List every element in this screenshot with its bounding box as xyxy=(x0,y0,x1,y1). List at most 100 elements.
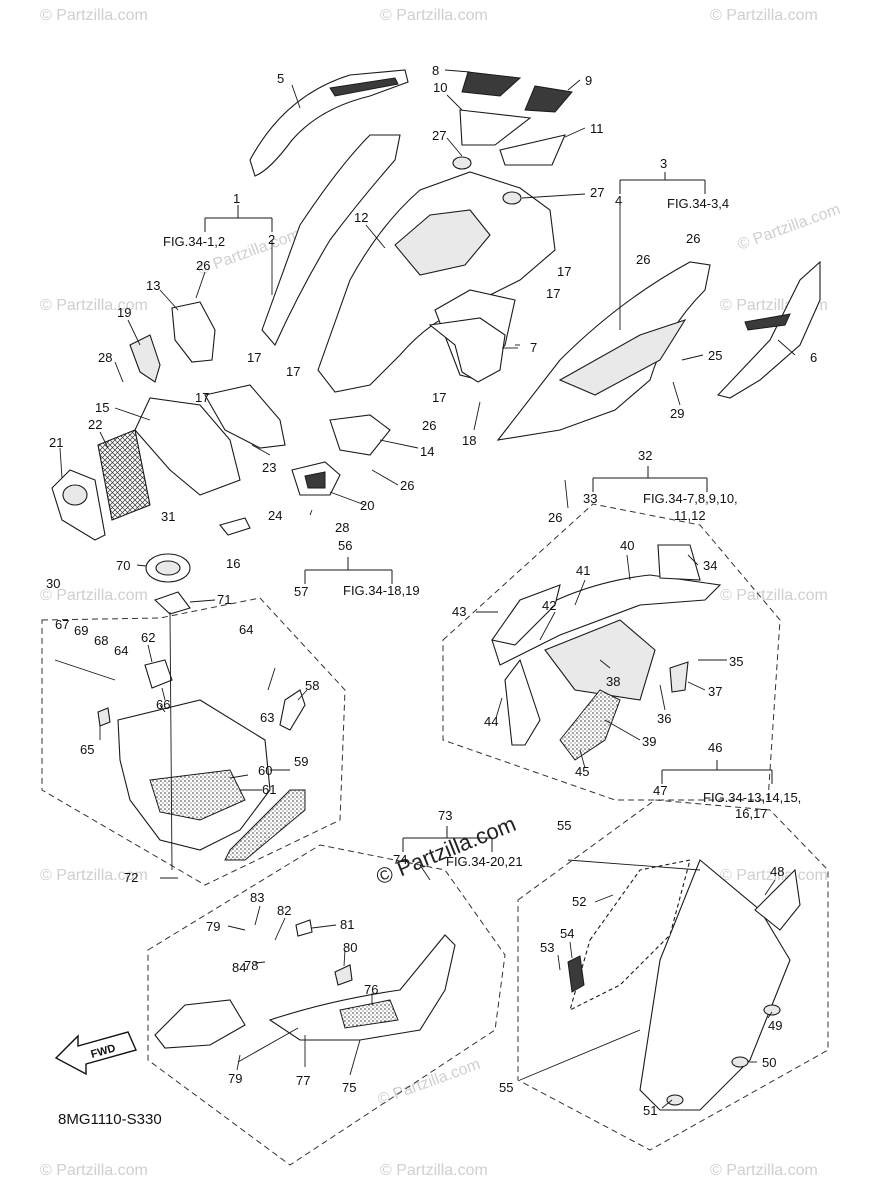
fig-brackets xyxy=(204,172,773,852)
part-51-drawing xyxy=(666,1094,684,1106)
watermark: © Partzilla.com xyxy=(380,7,488,24)
callout-57: 57 xyxy=(294,584,308,599)
callout-26: 26 xyxy=(636,252,650,267)
part-9-drawing xyxy=(524,85,573,113)
callout-59: 59 xyxy=(294,754,308,769)
callout-25: 25 xyxy=(708,348,722,363)
part-71-drawing xyxy=(153,591,191,615)
callout-2: 2 xyxy=(268,232,275,247)
part-34-drawing xyxy=(657,544,701,581)
part-48-drawing xyxy=(754,868,801,931)
callout-28: 28 xyxy=(98,350,112,365)
callout-56: 56 xyxy=(338,538,352,553)
callout-41: 41 xyxy=(576,563,590,578)
part-62-drawing xyxy=(144,659,173,689)
callout-30: 30 xyxy=(46,576,60,591)
callout-60: 60 xyxy=(258,763,272,778)
part-2-drawing xyxy=(261,134,401,347)
callout-28: 28 xyxy=(335,520,349,535)
callout-49: 49 xyxy=(768,1018,782,1033)
part-27-drawing xyxy=(452,156,472,170)
callout-27: 27 xyxy=(432,128,446,143)
leader-lines xyxy=(54,69,796,1109)
callout-43: 43 xyxy=(452,604,466,619)
callout-22: 22 xyxy=(88,417,102,432)
fig-references: FIG.34-1,2 FIG.34-3,4 FIG.34-7,8,9,10, 1… xyxy=(163,196,801,869)
part-44-drawing xyxy=(504,658,541,746)
callout-33: 33 xyxy=(583,491,597,506)
part-19-drawing xyxy=(129,334,161,383)
callout-13: 13 xyxy=(146,278,160,293)
callout-52: 52 xyxy=(572,894,586,909)
callout-9: 9 xyxy=(585,73,592,88)
callout-15: 15 xyxy=(95,400,109,415)
part-4-drawing xyxy=(496,261,711,441)
callout-21: 21 xyxy=(49,435,63,450)
callout-64: 64 xyxy=(239,622,253,637)
watermark: © Partzilla.com xyxy=(710,1162,818,1179)
fig-ref-3: FIG.34-3,4 xyxy=(667,196,729,211)
callout-63: 63 xyxy=(260,710,274,725)
watermark: © Partzilla.com xyxy=(380,1162,488,1179)
callout-73: 73 xyxy=(438,808,452,823)
callout-8: 8 xyxy=(432,63,439,78)
part-52-drawing xyxy=(569,859,691,1012)
part-15-drawing xyxy=(134,397,241,496)
callout-58: 58 xyxy=(305,678,319,693)
callout-27: 27 xyxy=(590,185,604,200)
fig-ref-73: FIG.34-20,21 xyxy=(446,854,523,869)
callout-3: 3 xyxy=(660,156,667,171)
callouts: 1 2 3 4 5 6 7 8 9 10 11 12 13 14 15 16 1… xyxy=(46,63,817,1118)
callout-47: 47 xyxy=(653,783,667,798)
callout-68: 68 xyxy=(94,633,108,648)
fig-ref-32-line1: FIG.34-7,8,9,10, xyxy=(643,491,738,506)
watermark: © Partzilla.com xyxy=(40,587,148,604)
watermark: © Partzilla.com xyxy=(40,1162,148,1179)
watermark: © Partzilla.com xyxy=(40,297,148,314)
callout-84: 84 xyxy=(232,960,246,975)
fig-ref-56: FIG.34-18,19 xyxy=(343,583,420,598)
callout-48: 48 xyxy=(770,864,784,879)
callout-80: 80 xyxy=(343,940,357,955)
callout-29: 29 xyxy=(670,406,684,421)
callout-32: 32 xyxy=(638,448,652,463)
callout-67: 67 xyxy=(55,617,69,632)
callout-10: 10 xyxy=(433,80,447,95)
callout-65: 65 xyxy=(80,742,94,757)
callout-37: 37 xyxy=(708,684,722,699)
group-box-33 xyxy=(442,503,781,801)
part-80-drawing xyxy=(334,964,353,986)
part-65-drawing xyxy=(97,707,111,727)
callout-55: 55 xyxy=(557,818,571,833)
part-59-drawing xyxy=(224,789,306,861)
callout-26: 26 xyxy=(422,418,436,433)
fig-ref-46-line1: FIG.34-13,14,15, xyxy=(703,790,801,805)
callout-17: 17 xyxy=(247,350,261,365)
callout-39: 39 xyxy=(642,734,656,749)
watermark: © Partzilla.com xyxy=(40,7,148,24)
part-27-drawing xyxy=(502,191,522,205)
callout-82: 82 xyxy=(277,903,291,918)
watermark: © Partzilla.com xyxy=(40,867,148,884)
fig-ref-32-line2: 11,12 xyxy=(674,508,706,523)
callout-77: 77 xyxy=(296,1073,310,1088)
callout-5: 5 xyxy=(277,71,284,86)
part-43-drawing xyxy=(491,584,561,646)
callout-72: 72 xyxy=(124,870,138,885)
callout-64: 64 xyxy=(114,643,128,658)
callout-79: 79 xyxy=(206,919,220,934)
callout-76: 76 xyxy=(364,982,378,997)
part-47-drawing xyxy=(639,859,791,1111)
callout-69: 69 xyxy=(74,623,88,638)
part-7-drawing xyxy=(428,317,506,383)
callout-19: 19 xyxy=(117,305,131,320)
callout-6: 6 xyxy=(810,350,817,365)
watermark: © Partzilla.com xyxy=(376,1056,483,1109)
part-45-drawing xyxy=(559,689,621,761)
fig-ref-1: FIG.34-1,2 xyxy=(163,234,225,249)
fig-ref-46-line2: 16,17 xyxy=(735,806,768,821)
part-23-drawing xyxy=(204,384,286,449)
callout-54: 54 xyxy=(560,926,574,941)
callout-42: 42 xyxy=(542,598,556,613)
